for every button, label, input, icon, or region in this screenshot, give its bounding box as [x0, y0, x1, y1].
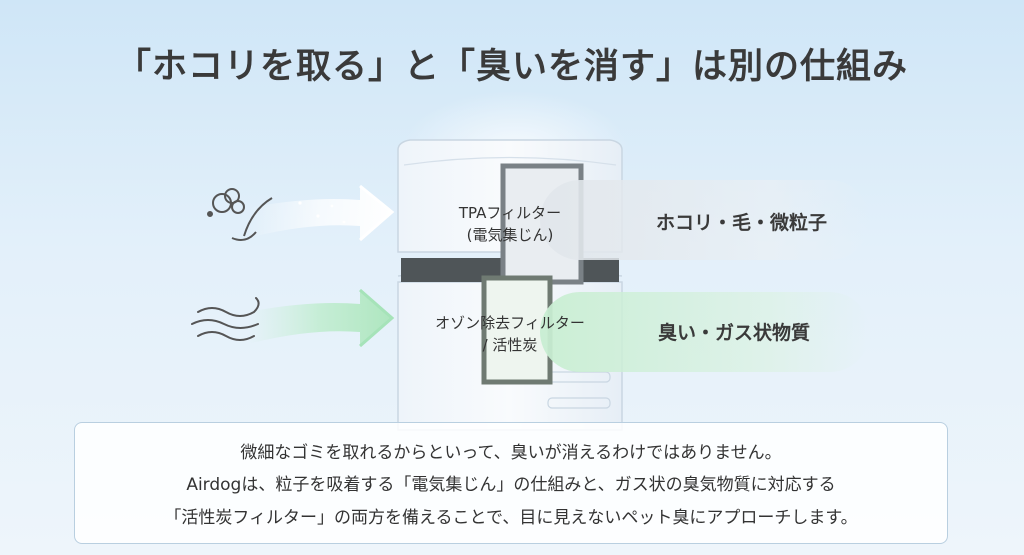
tpa-filter-name: TPAフィルター — [458, 204, 562, 222]
odor-result-text: 臭い・ガス状物質 — [658, 322, 811, 344]
tpa-filter-sub: (電気集じん) — [466, 225, 554, 244]
dust-output-band — [540, 180, 870, 260]
odor-wave-icon — [191, 297, 260, 341]
ozone-filter-name: オゾン除去フィルター — [435, 314, 585, 332]
page-title: 「ホコリを取る」と「臭いを消す」は別の仕組み — [115, 47, 908, 87]
tpa-filter-label: TPAフィルター (電気集じん) — [430, 203, 590, 247]
odor-arrow-icon — [248, 288, 395, 348]
dust-hair-icon — [207, 188, 273, 241]
info-box: 微細なゴミを取れるからといって、臭いが消えるわけではありません。 Airdogは… — [74, 422, 948, 544]
dust-arrow-icon — [248, 184, 395, 242]
info-line-1: 微細なゴミを取れるからといって、臭いが消えるわけではありません。 — [240, 443, 782, 463]
ozone-filter-sub: / 活性炭 — [482, 335, 538, 354]
odor-output-band — [540, 292, 870, 372]
carbon-filter-panel — [481, 275, 553, 385]
ozone-filter-label: オゾン除去フィルター / 活性炭 — [410, 313, 610, 357]
info-line-3: 「活性炭フィルター」の両方を備えることで、目に見えないペット臭にアプローチします… — [164, 507, 858, 528]
info-line-2: Airdogは、粒子を吸着する「電気集じん」の仕組みと、ガス状の臭気物質に対応す… — [186, 475, 836, 496]
dust-result-text: ホコリ・毛・微粒子 — [656, 212, 828, 234]
